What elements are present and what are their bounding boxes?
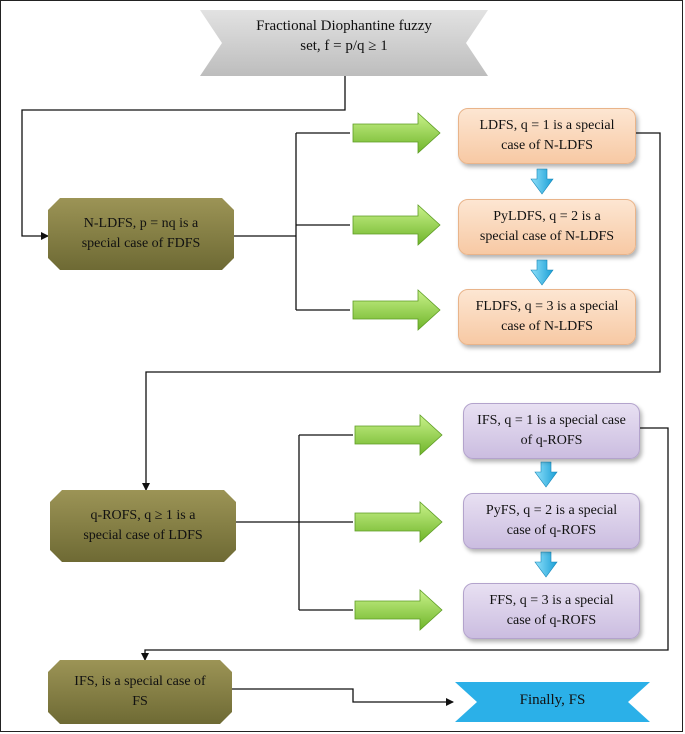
nldfs-line-2: special case of FDFS — [81, 236, 201, 251]
green-arrows — [352, 112, 443, 631]
blue-arrows — [530, 168, 558, 578]
final-banner-shape — [455, 682, 650, 722]
fldfs-line-2: case of N-LDFS — [501, 319, 593, 334]
ldfs-line-1: LDFS, q = 1 is a special — [479, 118, 615, 133]
green-arrow-4 — [354, 414, 443, 456]
connector-qrofs-branch — [236, 434, 353, 611]
blue-arrow-1 — [530, 168, 554, 195]
fldfs-line-1: FLDFS, q = 3 is a special — [475, 299, 619, 314]
ffs-box: FFS, q = 3 is a special case of q-ROFS — [463, 583, 640, 639]
qrofs-line-2: special case of LDFS — [83, 528, 203, 543]
pyldfs-line-1: PyLDFS, q = 2 is a — [493, 209, 601, 224]
ldfs-box: LDFS, q = 1 is a special case of N-LDFS — [458, 108, 636, 164]
title-line-2: set, f = p/q ≥ 1 — [300, 38, 388, 54]
green-arrow-6 — [354, 589, 443, 631]
title-banner: Fractional Diophantine fuzzy set, f = p/… — [222, 16, 466, 56]
qrofs-box: q-ROFS, q ≥ 1 is a special case of LDFS — [50, 490, 236, 562]
title-banner-shape — [200, 10, 488, 76]
ifs-fs-box: IFS, is a special case of FS — [48, 660, 232, 724]
ifs-box: IFS, q = 1 is a special case of q-ROFS — [463, 403, 640, 459]
green-arrow-5 — [354, 501, 443, 543]
nldfs-line-1: N-LDFS, p = nq is a — [83, 216, 199, 231]
title-line-1: Fractional Diophantine fuzzy — [256, 18, 432, 34]
connector-ldfs-to-qrofs — [142, 132, 661, 491]
ffs-line-1: FFS, q = 3 is a special — [489, 593, 614, 608]
pyfs-line-2: case of q-ROFS — [506, 523, 597, 538]
ffs-line-2: case of q-ROFS — [506, 613, 597, 628]
blue-arrow-2 — [530, 259, 554, 286]
ifs-line-1: IFS, q = 1 is a special case — [477, 413, 626, 428]
pyldfs-line-2: special case of N-LDFS — [479, 229, 615, 244]
green-arrow-2 — [352, 204, 441, 246]
connector-ifsfs-to-final — [232, 688, 454, 706]
nldfs-box: N-LDFS, p = nq is a special case of FDFS — [48, 198, 234, 270]
green-arrow-1 — [352, 112, 441, 154]
ifs-fs-line-1: IFS, is a special case of — [74, 674, 206, 689]
pyfs-box: PyFS, q = 2 is a special case of q-ROFS — [463, 493, 640, 549]
pyldfs-box: PyLDFS, q = 2 is a special case of N-LDF… — [458, 199, 636, 255]
blue-arrow-3 — [534, 461, 558, 488]
ifs-fs-line-2: FS — [132, 694, 148, 709]
connector-nldfs-branch — [234, 132, 350, 311]
green-arrow-3 — [352, 289, 441, 331]
final-label: Finally, FS — [519, 692, 586, 708]
ifs-line-2: of q-ROFS — [520, 433, 583, 448]
final-banner: Finally, FS — [477, 692, 628, 709]
qrofs-line-1: q-ROFS, q ≥ 1 is a — [90, 508, 196, 523]
blue-arrow-4 — [534, 551, 558, 578]
connector-ifs-to-ifsfs — [141, 427, 669, 661]
ldfs-line-2: case of N-LDFS — [501, 138, 593, 153]
fldfs-box: FLDFS, q = 3 is a special case of N-LDFS — [458, 289, 636, 345]
connector-title-to-nldfs — [21, 76, 346, 240]
pyfs-line-1: PyFS, q = 2 is a special — [485, 503, 618, 518]
